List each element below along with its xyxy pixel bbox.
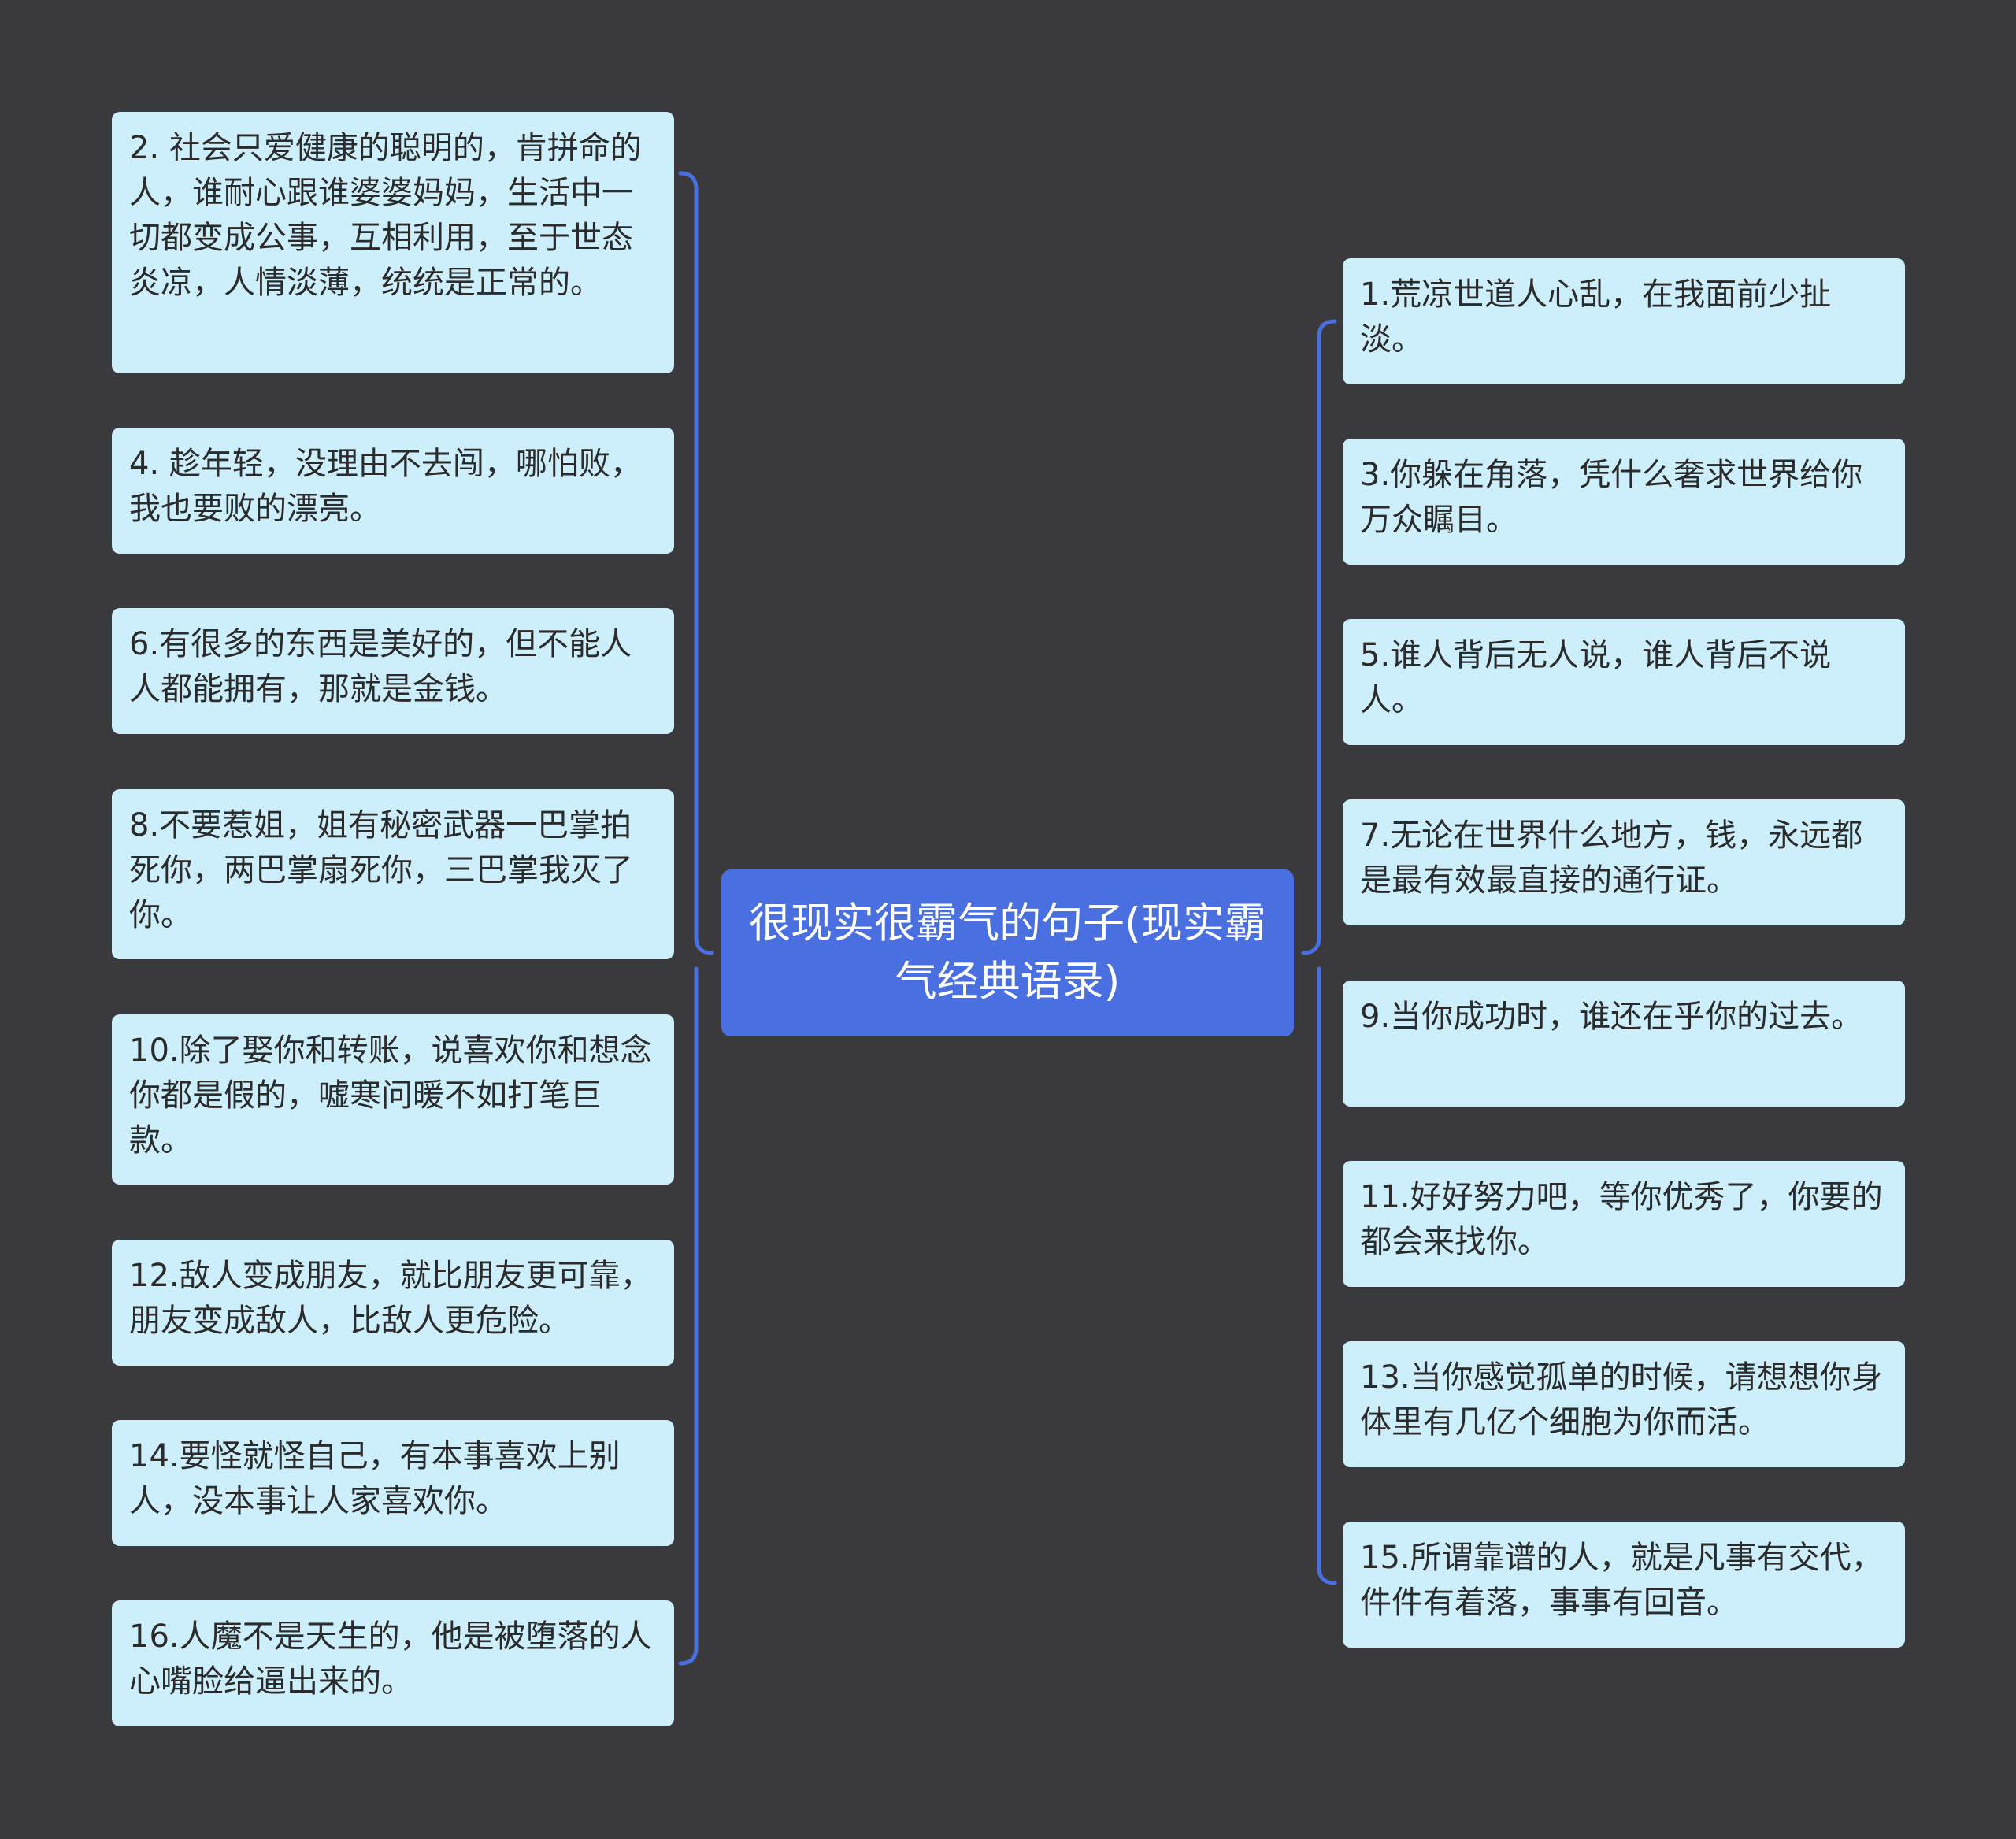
branch-node-right-1[interactable]: 1.荒凉世道人心乱，在我面前少扯淡。 [1343,258,1905,384]
central-topic[interactable]: 很现实很霸气的句子(现实霸气经典语录) [721,869,1294,1036]
branch-node-left-8[interactable]: 16.人魔不是天生的，他是被堕落的人心嘴脸给逼出来的。 [112,1600,674,1726]
right-bracket-connector [1301,319,1337,1585]
branch-node-left-6[interactable]: 12.敌人变成朋友，就比朋友更可靠，朋友变成敌人，比敌人更危险。 [112,1240,674,1366]
branch-node-left-7[interactable]: 14.要怪就怪自己，有本事喜欢上别人，没本事让人家喜欢你。 [112,1420,674,1546]
branch-node-left-1[interactable]: 2. 社会只爱健康的聪明的，肯拼命的人，谁耐心跟谁婆婆妈妈，生活中一切都变成公事… [112,112,674,373]
branch-node-right-6[interactable]: 11.好好努力吧，等你优秀了，你要的都会来找你。 [1343,1161,1905,1287]
branch-node-right-8[interactable]: 15.所谓靠谱的人，就是凡事有交代，件件有着落，事事有回音。 [1343,1522,1905,1648]
branch-node-left-5[interactable]: 10.除了娶你和转账，说喜欢你和想念你都是假的，嘘寒问暖不如打笔巨款。 [112,1014,674,1185]
branch-node-left-2[interactable]: 4. 趁年轻，没理由不去闯，哪怕败，我也要败的漂亮。 [112,428,674,554]
branch-node-left-4[interactable]: 8.不要惹姐，姐有秘密武器一巴掌拍死你，两巴掌扇死你，三巴掌我灭了你。 [112,789,674,959]
branch-node-right-3[interactable]: 5.谁人背后无人说，谁人背后不说人。 [1343,619,1905,745]
branch-node-right-2[interactable]: 3.你躲在角落，凭什么奢求世界给你万众瞩目。 [1343,439,1905,565]
branch-node-right-7[interactable]: 13.当你感觉孤单的时候，请想想你身体里有几亿个细胞为你而活。 [1343,1341,1905,1467]
left-bracket-connector [678,171,714,1666]
branch-node-right-5[interactable]: 9.当你成功时，谁还在乎你的过去。 [1343,981,1905,1107]
branch-node-right-4[interactable]: 7.无论在世界什么地方，钱，永远都是最有效最直接的通行证。 [1343,799,1905,925]
branch-node-left-3[interactable]: 6.有很多的东西是美好的，但不能人人都能拥有，那就是金钱。 [112,608,674,734]
